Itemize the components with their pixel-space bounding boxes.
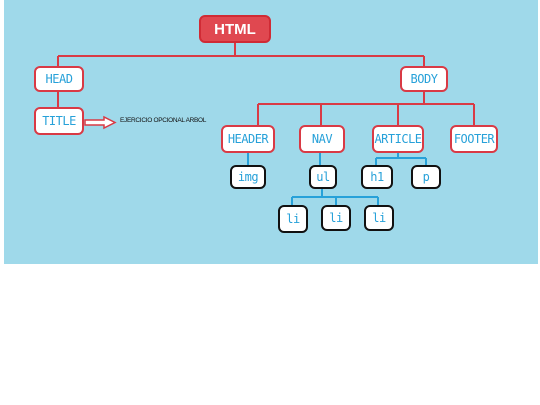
node-nav: NAV xyxy=(299,125,345,153)
note-label: EJERCICIO OPCIONAL ARBOL xyxy=(120,117,207,124)
node-body: BODY xyxy=(400,66,448,92)
node-li: li xyxy=(321,205,351,231)
node-header: HEADER xyxy=(221,125,275,153)
node-footer: FOOTER xyxy=(450,125,498,153)
node-title: TITLE xyxy=(34,107,84,135)
node-ul: ul xyxy=(309,165,337,189)
node-p: p xyxy=(411,165,441,189)
arrow-icon xyxy=(84,115,117,130)
node-article: ARTICLE xyxy=(372,125,424,153)
node-head: HEAD xyxy=(34,66,84,92)
node-img: img xyxy=(230,165,266,189)
node-h1: h1 xyxy=(361,165,393,189)
node-li: li xyxy=(364,205,394,231)
node-html: HTML xyxy=(199,15,271,43)
node-li: li xyxy=(278,205,308,233)
